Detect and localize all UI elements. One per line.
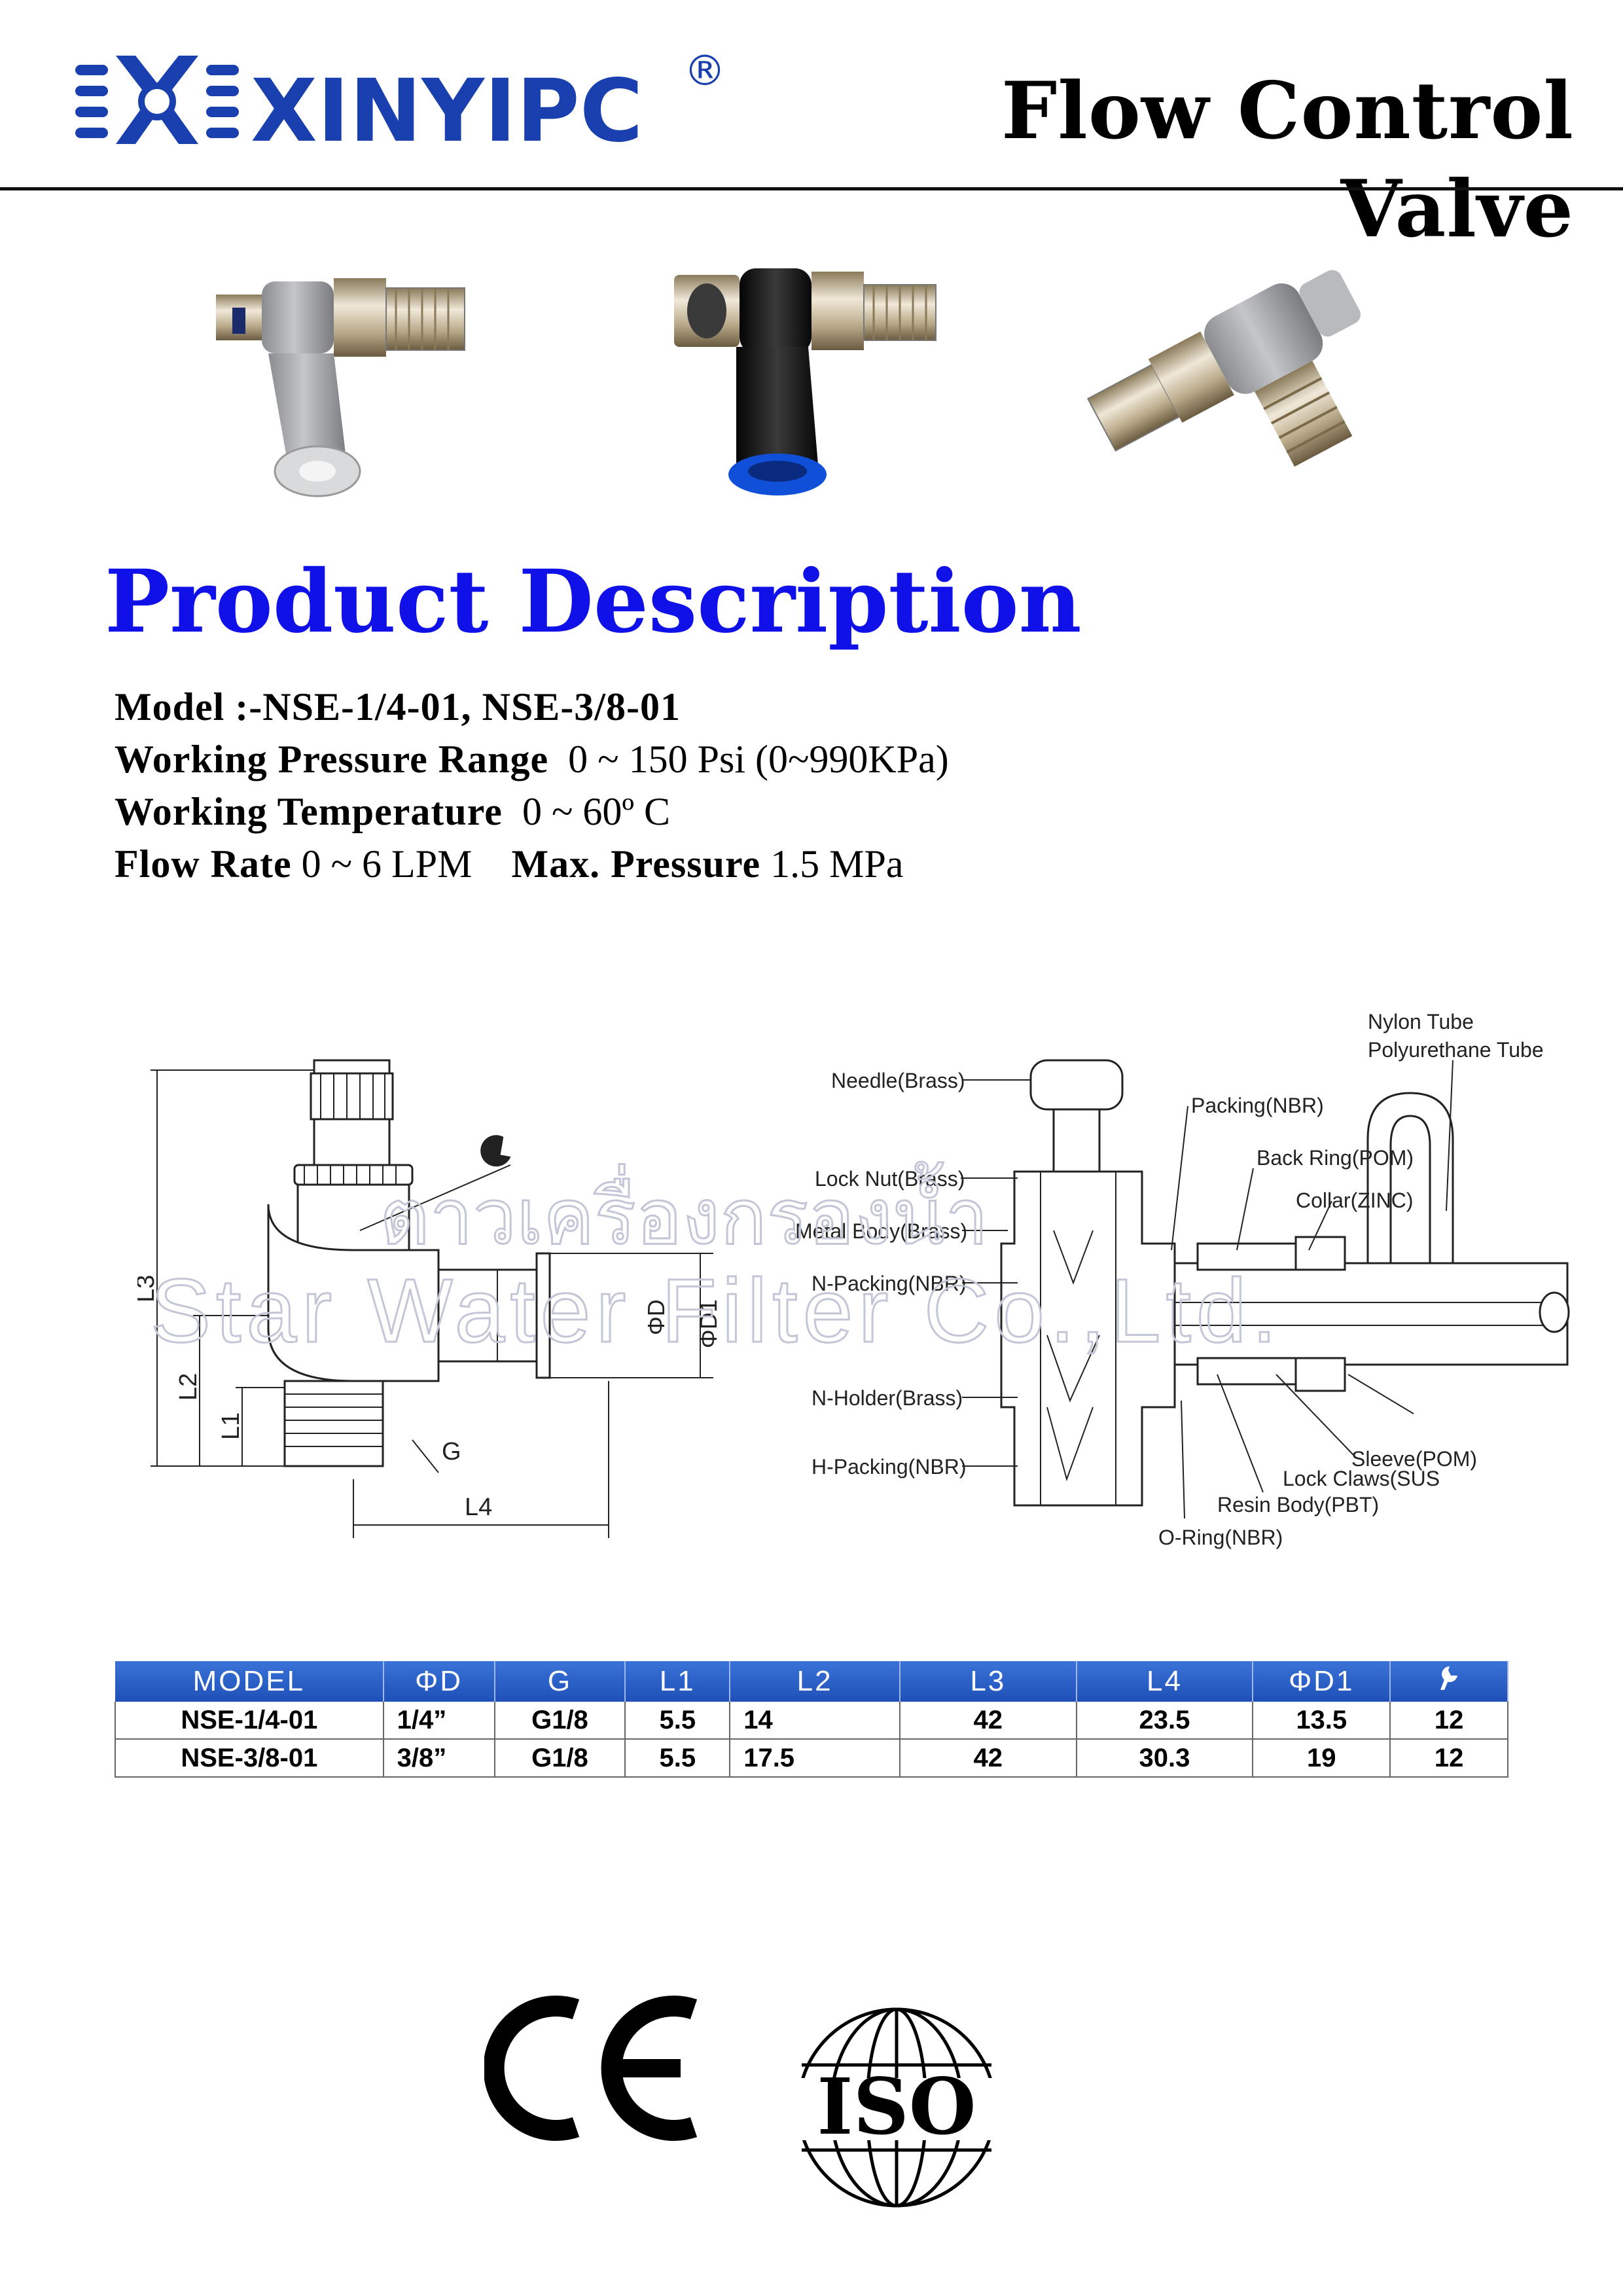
part-nylon-tube: Nylon Tube bbox=[1368, 1010, 1474, 1033]
table-header-row: MODEL ΦD G L1 L2 L3 L4 ΦD1 bbox=[115, 1661, 1508, 1702]
technical-drawings: L3 L2 L1 L4 G ΦD ΦD1 bbox=[137, 1010, 1570, 1549]
spec-flow: Flow Rate 0 ~ 6 LPM Max. Pressure 1.5 MP… bbox=[115, 838, 904, 890]
cell-l3: 42 bbox=[899, 1739, 1077, 1778]
product-photo-grey-tee bbox=[1086, 270, 1361, 467]
spec-pressure-value: 0 ~ 150 Psi (0~990KPa) bbox=[568, 738, 949, 781]
part-n-packing: N-Packing(NBR) bbox=[812, 1272, 966, 1295]
spec-temp-label: Working Temperature bbox=[115, 790, 503, 833]
cell-phid: 3/8” bbox=[383, 1739, 495, 1778]
part-polyurethane-tube: Polyurethane Tube bbox=[1368, 1038, 1544, 1062]
brand-logo: XINYIPC ® bbox=[75, 47, 726, 162]
spec-pressure-label: Working Pressure Range bbox=[115, 738, 549, 781]
spec-flow-value: 0 ~ 6 LPM bbox=[301, 842, 473, 886]
spec-table: MODEL ΦD G L1 L2 L3 L4 ΦD1 NSE-1/4-01 1/… bbox=[115, 1661, 1508, 1778]
col-header-g: G bbox=[494, 1661, 626, 1702]
cell-model: NSE-3/8-01 bbox=[115, 1739, 384, 1778]
cell-l4: 23.5 bbox=[1076, 1702, 1254, 1740]
cell-model: NSE-1/4-01 bbox=[115, 1702, 384, 1740]
cell-phid: 1/4” bbox=[383, 1702, 495, 1740]
wrench-icon bbox=[480, 1135, 511, 1167]
part-sleeve: Sleeve(POM) bbox=[1351, 1447, 1477, 1471]
cell-l1: 5.5 bbox=[625, 1739, 731, 1778]
spec-temp-value: 0 ~ 60º C bbox=[522, 790, 671, 833]
section-drawing: Needle(Brass) Lock Nut(Brass) Metal Body… bbox=[795, 1010, 1570, 1549]
dimension-drawing: L3 L2 L1 L4 G ΦD ΦD1 bbox=[137, 1059, 722, 1538]
part-metal-body: Metal Body(Brass) bbox=[795, 1219, 967, 1243]
col-header-l3: L3 bbox=[899, 1661, 1077, 1702]
logo-emblem bbox=[75, 56, 239, 144]
spec-maxp-value: 1.5 MPa bbox=[770, 842, 904, 886]
part-collar: Collar(ZINC) bbox=[1296, 1189, 1414, 1212]
spec-flow-label: Flow Rate bbox=[115, 842, 292, 886]
spec-pressure: Working Pressure Range 0 ~ 150 Psi (0~99… bbox=[115, 733, 949, 785]
iso-text: ISO bbox=[817, 2061, 976, 2152]
dim-label-l3: L3 bbox=[137, 1275, 160, 1302]
ce-mark bbox=[484, 1996, 698, 2141]
cell-l1: 5.5 bbox=[625, 1702, 731, 1740]
spec-maxp-label: Max. Pressure bbox=[511, 842, 761, 886]
iso-mark: ISO bbox=[779, 2007, 1014, 2208]
cell-g: G1/8 bbox=[494, 1702, 626, 1740]
cell-phid1: 19 bbox=[1253, 1739, 1391, 1778]
part-lock-nut: Lock Nut(Brass) bbox=[815, 1167, 965, 1191]
cell-l2: 17.5 bbox=[730, 1739, 901, 1778]
col-header-phid: ΦD bbox=[383, 1661, 495, 1702]
col-header-phid1: ΦD1 bbox=[1253, 1661, 1391, 1702]
watermark: ตาวเครื่องกรองน้ำ Star Water Filter Co.,… bbox=[150, 1161, 1282, 1363]
page-title: Flow Control Valve bbox=[1001, 65, 1574, 255]
spec-model-text: Model :-NSE-1/4-01, NSE-3/8-01 bbox=[115, 685, 681, 728]
part-resin-body: Resin Body(PBT) bbox=[1217, 1493, 1379, 1516]
spec-model: Model :-NSE-1/4-01, NSE-3/8-01 bbox=[115, 681, 681, 733]
cell-wrench: 12 bbox=[1390, 1739, 1508, 1778]
cell-l3: 42 bbox=[899, 1702, 1077, 1740]
part-n-holder: N-Holder(Brass) bbox=[812, 1386, 963, 1410]
section-title: Product Description bbox=[105, 551, 1082, 653]
dim-label-phid: ΦD bbox=[643, 1299, 669, 1335]
dim-label-l2: L2 bbox=[175, 1373, 202, 1401]
watermark-thai: ตาวเครื่องกรองน้ำ bbox=[380, 1162, 989, 1261]
cell-l4: 30.3 bbox=[1076, 1739, 1254, 1778]
watermark-english: Star Water Filter Co.,Ltd. bbox=[151, 1261, 1282, 1361]
product-photo-grey-elbow bbox=[216, 278, 465, 497]
table-row: NSE-1/4-01 1/4” G1/8 5.5 14 42 23.5 13.5… bbox=[115, 1702, 1508, 1740]
brand-name: XINYIPC bbox=[251, 61, 643, 162]
product-photo-black-elbow bbox=[674, 268, 936, 495]
table-row: NSE-3/8-01 3/8” G1/8 5.5 17.5 42 30.3 19… bbox=[115, 1739, 1508, 1778]
header-divider bbox=[0, 187, 1623, 190]
part-needle: Needle(Brass) bbox=[831, 1069, 965, 1092]
part-back-ring: Back Ring(POM) bbox=[1257, 1146, 1414, 1170]
dim-label-l4: L4 bbox=[465, 1494, 492, 1521]
cell-l2: 14 bbox=[730, 1702, 901, 1740]
spec-temperature: Working Temperature 0 ~ 60º C bbox=[115, 785, 670, 838]
cell-g: G1/8 bbox=[494, 1739, 626, 1778]
part-o-ring: O-Ring(NBR) bbox=[1158, 1526, 1283, 1549]
part-h-packing: H-Packing(NBR) bbox=[812, 1455, 966, 1479]
wrench-icon bbox=[1440, 1666, 1458, 1690]
dim-label-g: G bbox=[442, 1438, 461, 1465]
col-header-l2: L2 bbox=[730, 1661, 901, 1702]
part-lock-claws: Lock Claws(SUS bbox=[1283, 1467, 1440, 1490]
col-header-l1: L1 bbox=[625, 1661, 731, 1702]
registered-mark: ® bbox=[684, 47, 726, 96]
col-header-l4: L4 bbox=[1076, 1661, 1254, 1702]
part-packing: Packing(NBR) bbox=[1191, 1094, 1324, 1117]
dim-label-phid1: ΦD1 bbox=[695, 1299, 722, 1348]
cell-phid1: 13.5 bbox=[1253, 1702, 1391, 1740]
col-header-wrench bbox=[1390, 1661, 1508, 1702]
col-header-model: MODEL bbox=[115, 1661, 384, 1702]
dim-label-l1: L1 bbox=[217, 1412, 245, 1440]
cell-wrench: 12 bbox=[1390, 1702, 1508, 1740]
